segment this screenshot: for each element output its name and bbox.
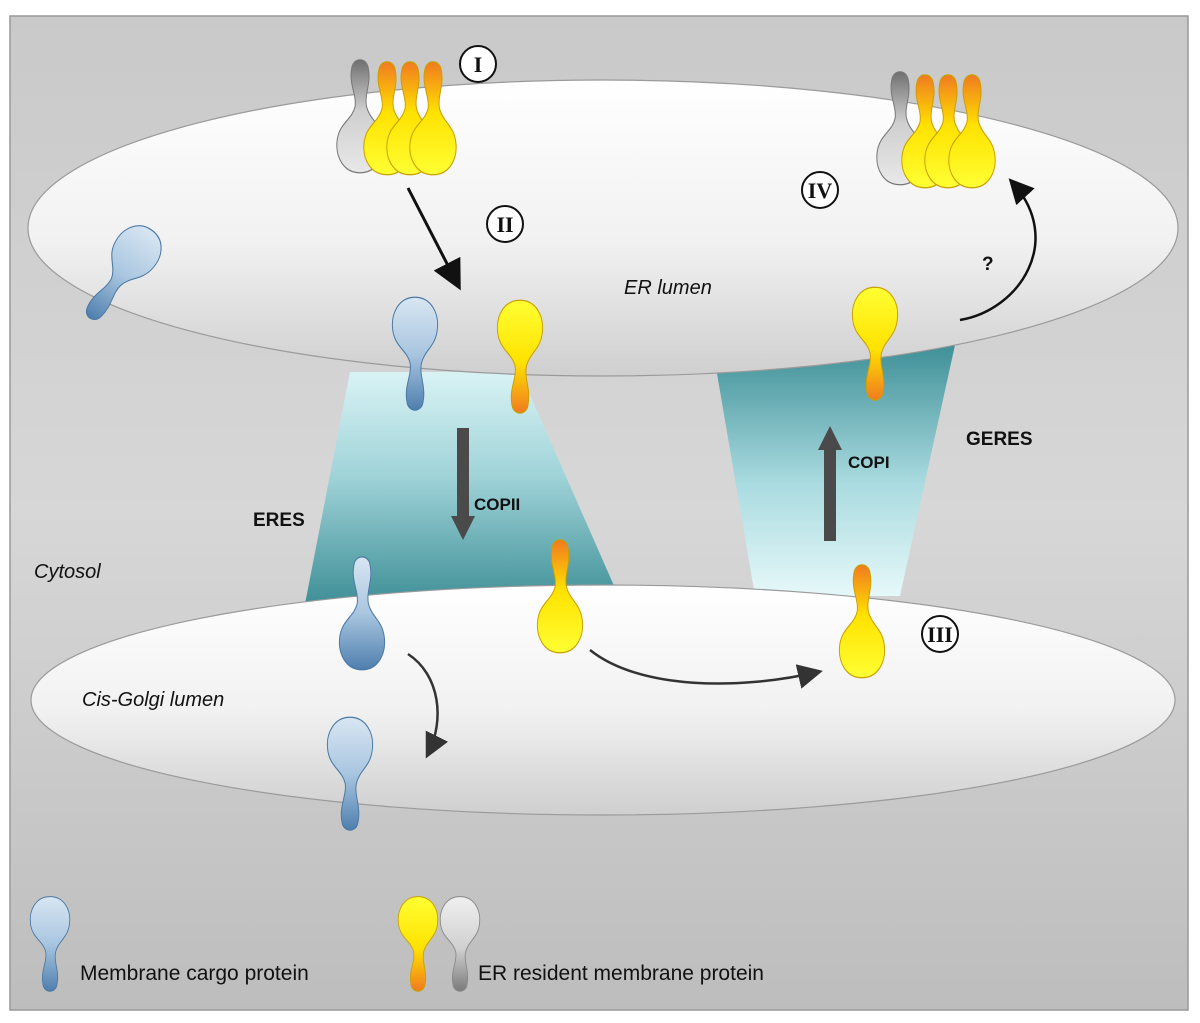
- cytosol-label: Cytosol: [34, 561, 101, 583]
- step-marker-iii: III: [921, 615, 959, 653]
- svg-text:III: III: [927, 622, 953, 647]
- copii-arrow: [451, 428, 475, 540]
- er-membrane: [27, 79, 1179, 377]
- cargo-exit-arrow: [407, 652, 449, 759]
- golgi-transfer-arrow: [589, 649, 823, 689]
- copii-label: COPII: [474, 495, 520, 514]
- geres-label: GERES: [966, 429, 1033, 450]
- cis-golgi-membrane: [30, 584, 1176, 816]
- copi-label: COPI: [848, 453, 890, 472]
- question-mark: ?: [982, 254, 994, 275]
- legend: Membrane cargo protein ER resident membr…: [29, 896, 764, 992]
- er-lumen-label: ER lumen: [624, 277, 712, 299]
- legend-cargo-label: Membrane cargo protein: [80, 962, 309, 985]
- svg-text:II: II: [496, 212, 513, 237]
- copi-arrow: [818, 426, 842, 541]
- return-arrow-step-iv: [959, 178, 1037, 322]
- step-marker-i: I: [459, 45, 497, 83]
- step-marker-ii: II: [486, 205, 524, 243]
- legend-resident-label: ER resident membrane protein: [478, 962, 764, 985]
- golgi-lumen-label: Cis-Golgi lumen: [82, 689, 224, 711]
- svg-text:I: I: [474, 52, 483, 77]
- step-marker-iv: IV: [801, 171, 839, 209]
- eres-label: ERES: [253, 510, 305, 531]
- svg-text:IV: IV: [808, 178, 833, 203]
- arrow-step-ii: [406, 187, 461, 291]
